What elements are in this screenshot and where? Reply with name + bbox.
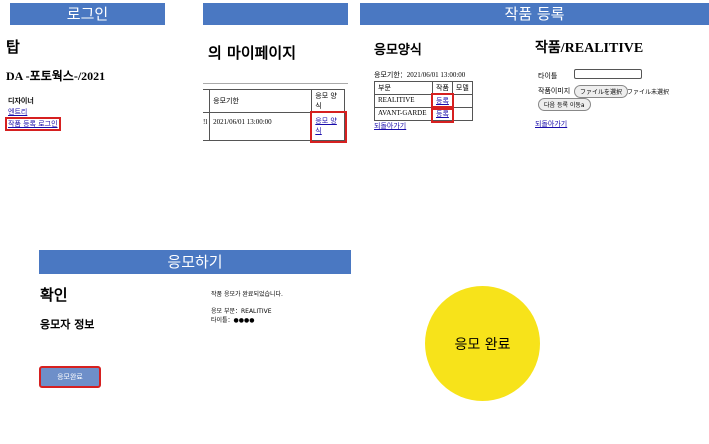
mypage-title: 의 마이페이지 [208, 44, 297, 62]
table-row: REALITIVE 등록 [374, 92, 473, 110]
login-banner: 로그인 [10, 3, 165, 25]
model-cell [451, 107, 473, 121]
table-row: 응모기한 응모 양식 [203, 89, 345, 113]
table-row: AVANT-GARDE 등록 [374, 105, 473, 123]
category-line: 응모 부문：REALITIVE [211, 308, 272, 315]
event-subtitle: DA -포토웍스-/2021 [6, 69, 106, 83]
file-status: ファイル未選択 [627, 89, 670, 96]
designer-label: 디자이너 [8, 97, 34, 105]
mypage-table: 응모기한 응모 양식 !l 2021/06/01 13:00:00 응모 양식 [203, 89, 347, 143]
image-label: 작품이미지 [538, 87, 571, 95]
form-title: 응모양식 [374, 43, 422, 58]
submit-complete-label: 응모완료 [57, 373, 83, 381]
title-label: 타이틀 [538, 72, 558, 80]
work-cell[interactable]: 등록 [430, 92, 455, 110]
header-work: 작품 [432, 81, 453, 95]
category-cell: AVANT-GARDE [374, 107, 433, 121]
table-row: 부문 작품 모델 [374, 81, 473, 95]
title-line: 타이틀：●●●● [211, 317, 255, 324]
register-link[interactable]: 등록 [436, 110, 449, 118]
form-link[interactable]: 응모 양식 [315, 117, 337, 135]
register-link[interactable]: 등록 [436, 97, 449, 105]
work-cell[interactable]: 등록 [430, 105, 455, 123]
applicant-info-title: 응모자 정보 [40, 318, 95, 331]
back-link[interactable]: 되돌아가기 [535, 120, 568, 128]
mypage-divider [203, 83, 348, 84]
next-button[interactable]: 다음 등록 이동a [538, 98, 591, 111]
header-category: 부문 [374, 81, 433, 95]
apply-banner: 응모하기 [39, 250, 351, 274]
completion-circle-text: 응모 완료 [454, 336, 511, 353]
panel2-top-bar [203, 3, 348, 25]
confirm-title: 확인 [40, 286, 68, 304]
form-cell[interactable]: 응모 양식 [309, 110, 347, 143]
form-deadline: 응모기한：2021/06/01 13:00:00 [374, 71, 466, 79]
model-cell [451, 94, 473, 108]
table-cell [203, 89, 211, 113]
deadline-value: 2021/06/01 13:00:00 [209, 112, 313, 141]
work-title: 작품/REALITIVE [535, 41, 644, 56]
completion-circle: 응모 완료 [425, 286, 540, 401]
form-table: 부문 작품 모델 REALITIVE 등록 AVANT-GARDE 등록 [374, 81, 473, 123]
back-link[interactable]: 되돌아가기 [374, 122, 407, 130]
header-form: 응모 양식 [311, 89, 345, 113]
complete-message: 작품 응모가 완료되었습니다. [211, 291, 283, 298]
header-deadline: 응모기한 [209, 89, 313, 113]
entry-link[interactable]: 엔트리 [8, 108, 28, 116]
table-row: !l 2021/06/01 13:00:00 응모 양식 [203, 110, 347, 143]
submit-complete-button[interactable]: 응모완료 [39, 366, 101, 388]
row-prefix: !l [203, 112, 211, 141]
work-register-login-link[interactable]: 작품 등록 로그인 [5, 117, 61, 131]
title-input[interactable] [574, 69, 642, 79]
work-register-banner: 작품 등록 [360, 3, 709, 25]
category-cell: REALITIVE [374, 94, 433, 108]
header-model: 모델 [451, 81, 473, 95]
page-title-fragment: 탑 [6, 38, 20, 56]
file-select-button[interactable]: ファイルを選択 [574, 85, 629, 98]
